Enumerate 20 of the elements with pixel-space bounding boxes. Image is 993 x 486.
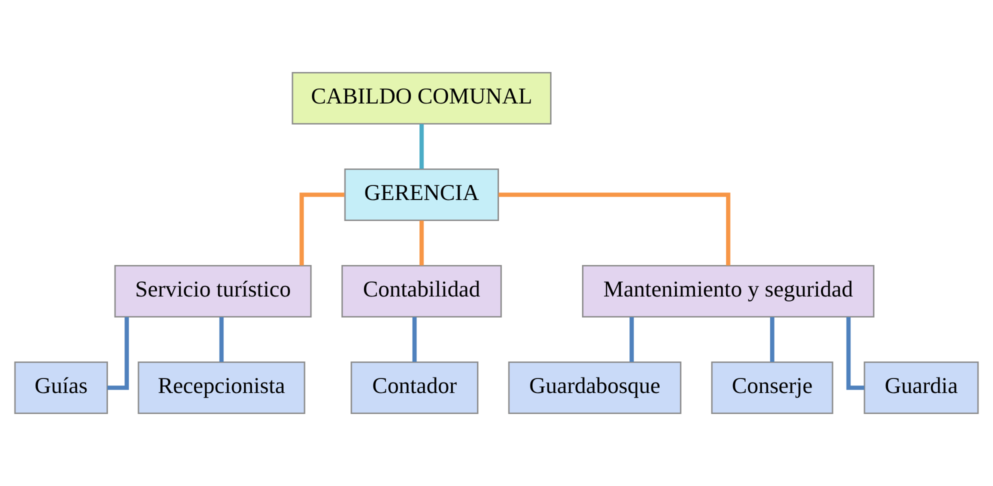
connector	[420, 124, 424, 169]
node-box: Mantenimiento y seguridad	[582, 265, 874, 318]
connector	[420, 220, 424, 266]
node-box: Guías	[14, 362, 108, 414]
connector	[412, 317, 417, 362]
node-box: CABILDO COMUNAL	[292, 72, 552, 124]
node-box: Conserje	[711, 362, 834, 414]
node-box: Guardabosque	[508, 362, 682, 414]
node-box: Guardia	[864, 362, 979, 414]
node-box: Contador	[350, 362, 478, 414]
connector	[300, 192, 344, 266]
connector	[219, 317, 224, 362]
connector	[846, 317, 864, 390]
node-box: Contabilidad	[341, 265, 502, 318]
node-box: GERENCIA	[344, 168, 499, 221]
connector	[770, 317, 774, 362]
node-box: Recepcionista	[138, 362, 306, 414]
node-box: Servicio turístico	[114, 265, 312, 318]
connector	[498, 192, 730, 266]
connector	[630, 317, 634, 362]
